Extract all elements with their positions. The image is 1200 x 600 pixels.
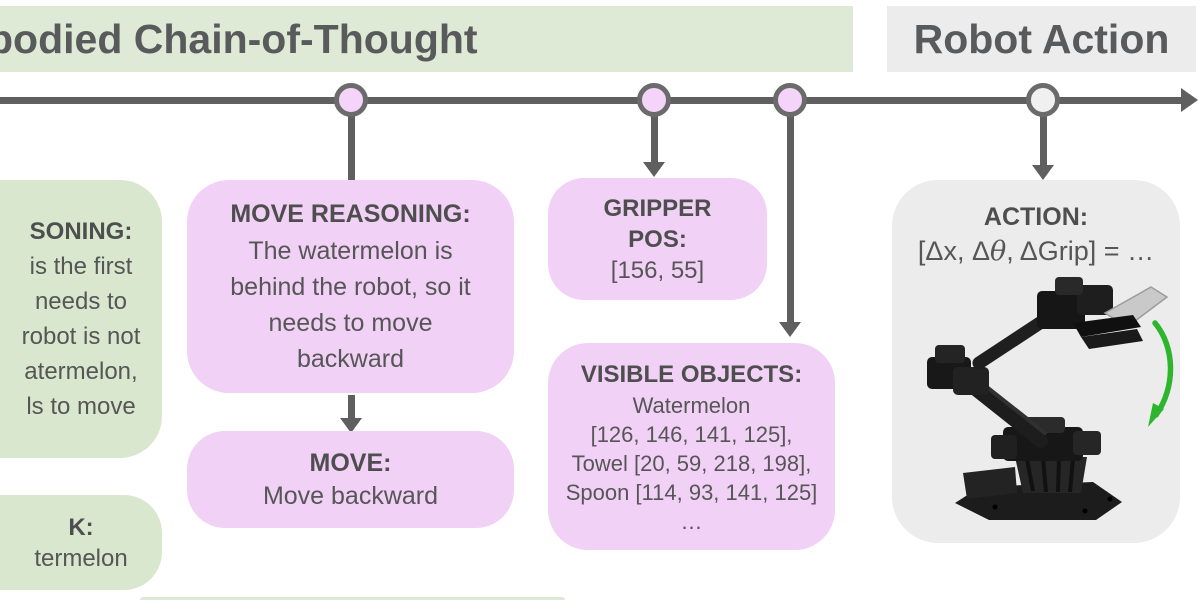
action-header: ACTION: — [983, 203, 1089, 231]
move-body: Move backward — [262, 482, 439, 510]
robot-action-banner-title: Robot Action — [913, 15, 1170, 62]
visible-objects-box: VISIBLE OBJECTS: Watermelon [126, 146, 1… — [548, 343, 835, 550]
subtask-reasoning-text: SONING: is the first needs to robot is n… — [0, 180, 162, 458]
move-reasoning-text: MOVE REASONING: The watermelon is behind… — [187, 180, 514, 393]
ecot-banner-title: bodied Chain-of-Thought — [0, 15, 478, 62]
visible-objects-header: VISIBLE OBJECTS: — [580, 360, 803, 388]
visible-objects-line: Spoon [114, 93, 141, 125] — [565, 479, 818, 505]
subtask-reasoning-line: needs to — [34, 288, 128, 315]
timeline-node-action — [1026, 83, 1060, 117]
visible-objects-line: Towel [20, 59, 218, 198], — [571, 450, 812, 476]
action-formula-post: , ΔGrip] = … — [1006, 236, 1155, 266]
action-box: ACTION: [Δx, Δθ, ΔGrip] = … — [892, 180, 1180, 543]
ecot-banner: bodied Chain-of-Thought — [0, 6, 853, 72]
move-box: MOVE: Move backward — [187, 431, 514, 528]
move-reasoning-line: needs to move — [268, 309, 433, 337]
robot-gripper-finger — [1081, 329, 1143, 349]
visible-objects-line: Watermelon — [632, 392, 751, 418]
robot-gripper-finger — [1073, 315, 1141, 337]
robot-arm-image — [927, 277, 1174, 520]
connector-visible-objects — [787, 115, 794, 322]
robot-action-banner: Robot Action — [887, 6, 1196, 72]
gripper-pos-header: POS: — [628, 225, 687, 253]
rotation-arrowhead-icon — [1148, 403, 1164, 427]
connector-move — [348, 395, 355, 418]
action-formula-pre: [Δx, Δ — [917, 236, 990, 266]
cutoff-next-row-strip — [140, 597, 565, 600]
action-text: ACTION: [Δx, Δθ, ΔGrip] = … — [892, 200, 1180, 269]
move-text: MOVE: Move backward — [187, 431, 514, 528]
gripper-pos-header: GRIPPER — [603, 194, 712, 222]
subtask-reasoning-line: ls to move — [26, 393, 136, 420]
timeline-node-move-reasoning — [334, 83, 368, 117]
subtask-reasoning-line: is the first — [29, 253, 133, 280]
subtask-reasoning-line: robot is not — [21, 323, 141, 350]
task-box: K: termelon — [0, 495, 162, 590]
move-reasoning-header: MOVE REASONING: — [230, 200, 471, 228]
connector-action — [1040, 115, 1047, 165]
move-reasoning-line: The watermelon is — [248, 237, 453, 265]
visible-objects-ellipsis: … — [680, 508, 703, 534]
arrowhead-down-icon — [340, 418, 362, 433]
move-reasoning-line: behind the robot, so it — [230, 273, 471, 301]
connector-move-reasoning — [348, 115, 355, 180]
task-line: termelon — [34, 544, 128, 572]
action-formula-theta: θ — [989, 236, 1007, 267]
gripper-pos-value: [156, 55] — [610, 256, 705, 284]
subtask-reasoning-line: atermelon, — [24, 358, 138, 385]
visible-objects-text: VISIBLE OBJECTS: Watermelon [126, 146, 1… — [548, 343, 835, 550]
timeline-node-visible-objects — [773, 83, 807, 117]
arrowhead-down-icon — [643, 162, 665, 177]
visible-objects-line: [126, 146, 141, 125], — [590, 421, 793, 447]
arrowhead-down-icon — [779, 322, 801, 337]
subtask-reasoning-header: SONING: — [29, 218, 133, 245]
task-text: K: termelon — [0, 495, 162, 590]
gripper-pos-text: GRIPPER POS: [156, 55] — [548, 178, 767, 300]
subtask-reasoning-box: SONING: is the first needs to robot is n… — [0, 180, 162, 458]
arrowhead-down-icon — [1032, 165, 1054, 180]
timeline-node-gripper-pos — [637, 83, 671, 117]
timeline-arrowhead-icon — [1181, 88, 1198, 112]
move-reasoning-box: MOVE REASONING: The watermelon is behind… — [187, 180, 514, 393]
timeline-line — [0, 97, 1183, 104]
connector-gripper-pos — [651, 115, 658, 162]
task-header: K: — [68, 513, 94, 541]
gripper-pos-box: GRIPPER POS: [156, 55] — [548, 178, 767, 300]
action-formula: [Δx, Δθ, ΔGrip] = … — [918, 234, 1154, 269]
move-reasoning-line: backward — [297, 345, 404, 373]
move-header: MOVE: — [309, 449, 392, 477]
rotation-arrow-icon — [1152, 320, 1174, 418]
